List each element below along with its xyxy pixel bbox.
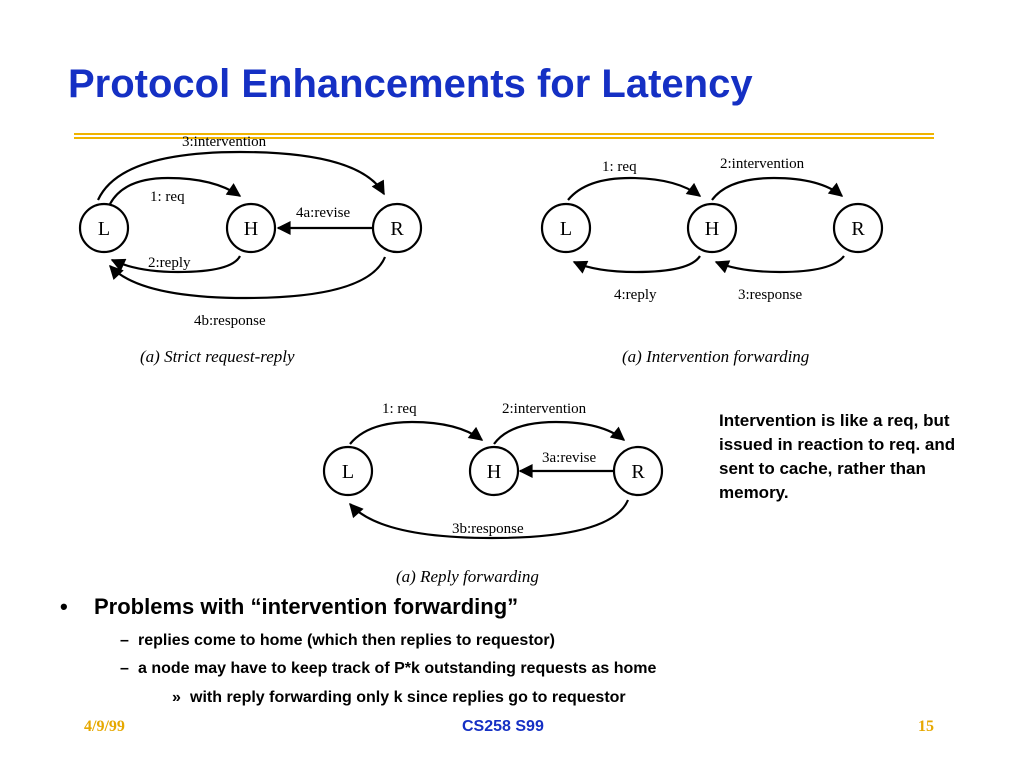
bullet-marker: » xyxy=(172,689,181,706)
node-circle xyxy=(78,202,130,254)
edge-label: 1: req xyxy=(382,401,417,417)
sub-sub-bullet-item: » with reply forwarding only k since repl… xyxy=(172,689,626,707)
bullet-marker: • xyxy=(60,594,68,619)
edge-label: 4:reply xyxy=(614,287,657,303)
node-circle xyxy=(225,202,277,254)
footer-date: 4/9/99 xyxy=(84,718,125,735)
bullet-text: a node may have to keep track of P*k out… xyxy=(138,660,657,677)
node-circle xyxy=(832,202,884,254)
intervention-note: Intervention is like a req, but issued i… xyxy=(719,411,956,502)
nodes-diagram-b xyxy=(540,202,884,254)
edge-label: 4a:revise xyxy=(296,205,350,221)
node-circle xyxy=(540,202,592,254)
edge-arrow xyxy=(109,176,242,205)
node-label: L xyxy=(560,218,572,240)
edge-arrow xyxy=(97,150,385,201)
edge-label: 3:response xyxy=(738,287,802,303)
title-rule xyxy=(74,133,934,135)
node-circle xyxy=(686,202,738,254)
bullet-marker: – xyxy=(120,660,129,677)
node-label: H xyxy=(705,218,719,240)
bullet-text: with reply forwarding only k since repli… xyxy=(190,689,626,706)
slide-title: Protocol Enhancements for Latency xyxy=(68,62,753,106)
edge-label: 1: req xyxy=(602,159,637,175)
edge-arrow xyxy=(711,176,844,201)
edge-labels-diagram-b: 1: req 2:intervention 4:reply 3:response xyxy=(602,156,805,303)
sub-bullet-item: –replies come to home (which then replie… xyxy=(120,632,555,650)
bullet-marker: – xyxy=(120,632,129,649)
edge-label: 1: req xyxy=(150,189,185,205)
diagram-strict-request-reply xyxy=(97,150,387,300)
title-rule xyxy=(74,137,934,139)
nodes-diagram-c xyxy=(322,445,664,497)
edge-arrow xyxy=(567,176,702,201)
node-label: H xyxy=(487,461,501,483)
edge-arrow xyxy=(349,499,630,540)
node-circle xyxy=(612,445,664,497)
edge-label: 3b:response xyxy=(452,521,524,537)
edge-label: 3a:revise xyxy=(542,450,596,466)
node-labels-diagram-b: L H R xyxy=(560,218,865,240)
node-label: H xyxy=(244,218,258,240)
bullet-text: replies come to home (which then replies… xyxy=(138,632,555,649)
bullet-text: Problems with “intervention forwarding” xyxy=(94,594,519,619)
node-label: L xyxy=(342,461,354,483)
nodes-diagram-a xyxy=(78,202,423,254)
node-labels-diagram-a: L H R xyxy=(98,218,404,240)
node-circle xyxy=(468,445,520,497)
edge-label: 2:intervention xyxy=(502,401,587,417)
edge-arrow xyxy=(493,420,626,445)
diagram-intervention-forwarding xyxy=(567,176,845,274)
sub-bullet-item: –a node may have to keep track of P*k ou… xyxy=(120,660,656,678)
edge-arrow xyxy=(572,255,701,274)
edge-arrow xyxy=(349,420,484,445)
edge-label: 3:intervention xyxy=(182,134,267,150)
node-circle xyxy=(371,202,423,254)
edge-labels-diagram-c: 1: req 2:intervention 3a:revise 3b:respo… xyxy=(382,401,596,537)
caption-strict-request-reply: (a) Strict request-reply xyxy=(140,347,295,366)
edge-labels-diagram-a: 3:intervention 1: req 4a:revise 2:reply … xyxy=(148,134,350,329)
diagram-reply-forwarding xyxy=(349,420,630,540)
protocol-diagrams: L H R 3:intervention 1: req 4a:revise 2:… xyxy=(78,134,884,586)
caption-reply-forwarding: (a) Reply forwarding xyxy=(396,567,539,586)
node-label: R xyxy=(851,218,865,240)
node-circle xyxy=(322,445,374,497)
footer-course: CS258 S99 xyxy=(462,718,544,735)
edge-label: 2:reply xyxy=(148,255,191,271)
node-label: L xyxy=(98,218,110,240)
footer-page-number: 15 xyxy=(918,718,934,735)
node-label: R xyxy=(631,461,645,483)
node-labels-diagram-c: L H R xyxy=(342,461,645,483)
caption-intervention-forwarding: (a) Intervention forwarding xyxy=(622,347,809,366)
edge-label: 4b:response xyxy=(194,313,266,329)
edge-label: 2:intervention xyxy=(720,156,805,172)
edge-arrow xyxy=(109,256,387,300)
bullet-item: • Problems with “intervention forwarding” xyxy=(60,594,518,620)
edge-arrow xyxy=(110,255,241,274)
edge-arrow xyxy=(714,255,845,274)
node-label: R xyxy=(390,218,404,240)
